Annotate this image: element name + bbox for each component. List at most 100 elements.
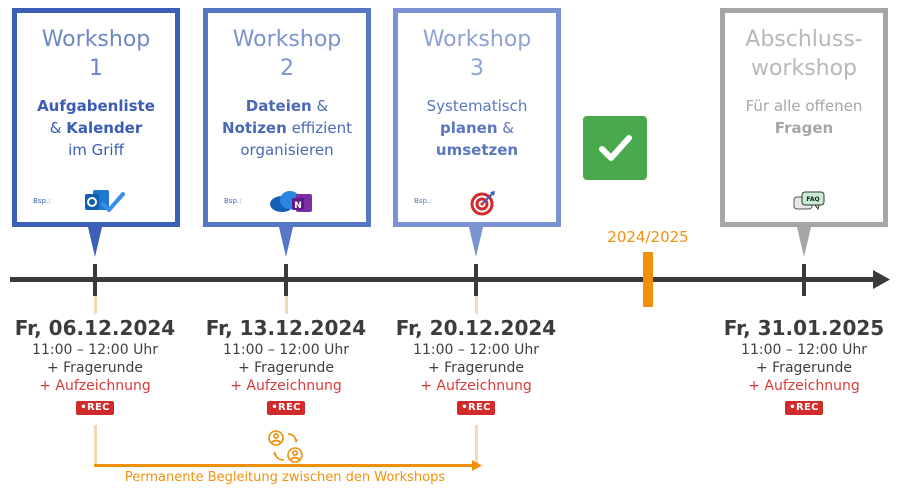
workshop-time: 11:00 – 12:00 Uhr <box>413 342 539 358</box>
accompaniment-arrow <box>94 460 482 471</box>
description-text: organisieren <box>240 141 334 159</box>
description-line: umsetzen <box>398 139 556 161</box>
rec-badge: •REC <box>457 401 495 415</box>
accompaniment-label: Permanente Begleitung zwischen den Works… <box>124 470 446 485</box>
rec-badge-wrap: •REC <box>709 395 899 415</box>
workshop-time: 11:00 – 12:00 Uhr <box>32 342 158 358</box>
svg-text:FAQ: FAQ <box>806 196 819 203</box>
description-text: & <box>497 119 514 137</box>
bracket-right <box>475 425 478 466</box>
workshop-recording-note: + Aufzeichnung <box>39 378 151 394</box>
example-label: Bsp.: <box>33 197 51 205</box>
workshop-date: Fr, 20.12.2024 <box>395 316 557 340</box>
card-title-line2: 2 <box>280 56 294 81</box>
date-block-2: Fr, 13.12.2024 11:00 – 12:00 Uhr + Frageru… <box>191 315 381 415</box>
description-line: & Kalender <box>17 117 175 139</box>
description-line: im Griff <box>17 139 175 161</box>
timeline-tick-1 <box>93 264 97 296</box>
bracket-left <box>94 425 97 466</box>
card-title-line1: Abschluss- <box>745 27 863 52</box>
description-line: Aufgabenliste <box>17 95 175 117</box>
onedrive-onenote-icon: N <box>268 188 316 220</box>
description-line: planen & <box>398 117 556 139</box>
description-bold-text: Aufgabenliste <box>37 97 155 115</box>
card-title-line1: Workshop <box>232 27 342 52</box>
example-label: Bsp.: <box>414 197 432 205</box>
workshop-qa: + Fragerunde <box>427 360 525 376</box>
rec-badge: •REC <box>267 401 305 415</box>
connector-2 <box>285 296 288 314</box>
card-title-line2: 1 <box>89 56 103 81</box>
rec-badge-wrap: •REC <box>381 395 571 415</box>
rec-badge-wrap: •REC <box>191 395 381 415</box>
card-pointer <box>279 227 293 257</box>
rec-badge: •REC <box>76 401 114 415</box>
description-text: & <box>49 119 67 137</box>
description-line: Für alle offenen <box>725 95 883 117</box>
description-bold-text: Notizen <box>222 119 287 137</box>
description-line: Dateien & <box>208 95 366 117</box>
description-bold-text: umsetzen <box>435 141 519 159</box>
date-block-4: Fr, 31.01.2025 11:00 – 12:00 Uhr + Frageru… <box>709 315 899 415</box>
card-title: Abschluss-workshop <box>725 25 883 83</box>
description-bold-text: planen <box>439 119 498 137</box>
description-line: organisieren <box>208 139 366 161</box>
description-text: Systematisch <box>426 97 528 115</box>
workshop-date: Fr, 13.12.2024 <box>205 316 367 340</box>
svg-text:N: N <box>294 201 302 211</box>
outlook-todo-icon <box>83 188 127 220</box>
description-bold-text: Dateien <box>245 97 312 115</box>
workshop-recording-note: + Aufzeichnung <box>420 378 532 394</box>
description-line: Systematisch <box>398 95 556 117</box>
description-text: im Griff <box>68 141 124 159</box>
description-text: effizient <box>286 119 352 137</box>
workshop-recording-note: + Aufzeichnung <box>748 378 860 394</box>
card-title: Workshop 1 <box>17 25 175 83</box>
description-text: & <box>311 97 329 115</box>
timeline-arrow <box>10 270 890 289</box>
connector-3 <box>475 296 478 314</box>
workshop-qa: + Fragerunde <box>46 360 144 376</box>
connector-1 <box>94 296 97 314</box>
description-line: Fragen <box>725 117 883 139</box>
workshop-time: 11:00 – 12:00 Uhr <box>741 342 867 358</box>
date-block-3: Fr, 20.12.2024 11:00 – 12:00 Uhr + Frageru… <box>381 315 571 415</box>
card-title-line1: Workshop <box>41 27 151 52</box>
card-title-line1: Workshop <box>422 27 532 52</box>
target-icon <box>469 189 497 221</box>
description-bold-text: Fragen <box>774 119 834 137</box>
card-description: Aufgabenliste & Kalender im Griff <box>17 95 175 161</box>
rec-badge-wrap: •REC <box>0 395 190 415</box>
card-pointer <box>469 227 483 257</box>
check-icon <box>583 116 647 180</box>
card-description: Systematisch planen & umsetzen <box>398 95 556 161</box>
card-pointer <box>88 227 102 257</box>
description-bold-text: Kalender <box>66 119 143 137</box>
workshop-time: 11:00 – 12:00 Uhr <box>223 342 349 358</box>
people-exchange-icon <box>266 428 306 466</box>
example-label: Bsp.: <box>224 197 242 205</box>
workshop-qa: + Fragerunde <box>755 360 853 376</box>
year-label: 2024/2025 <box>607 228 689 246</box>
card-title: Workshop 3 <box>398 25 556 83</box>
description-text: Für alle offenen <box>745 97 863 115</box>
year-marker <box>643 252 653 307</box>
timeline-tick-3 <box>474 264 478 296</box>
workshop-recording-note: + Aufzeichnung <box>230 378 342 394</box>
workshop-qa: + Fragerunde <box>237 360 335 376</box>
description-line: Notizen effizient <box>208 117 366 139</box>
workshop-date: Fr, 31.01.2025 <box>723 316 885 340</box>
date-block-1: Fr, 06.12.2024 11:00 – 12:00 Uhr + Frageru… <box>0 315 190 415</box>
timeline-tick-2 <box>284 264 288 296</box>
rec-badge: •REC <box>785 401 823 415</box>
card-title-line2: workshop <box>750 56 858 81</box>
workshop-date: Fr, 06.12.2024 <box>14 316 176 340</box>
card-title-line2: 3 <box>470 56 484 81</box>
timeline-tick-4 <box>802 264 806 296</box>
